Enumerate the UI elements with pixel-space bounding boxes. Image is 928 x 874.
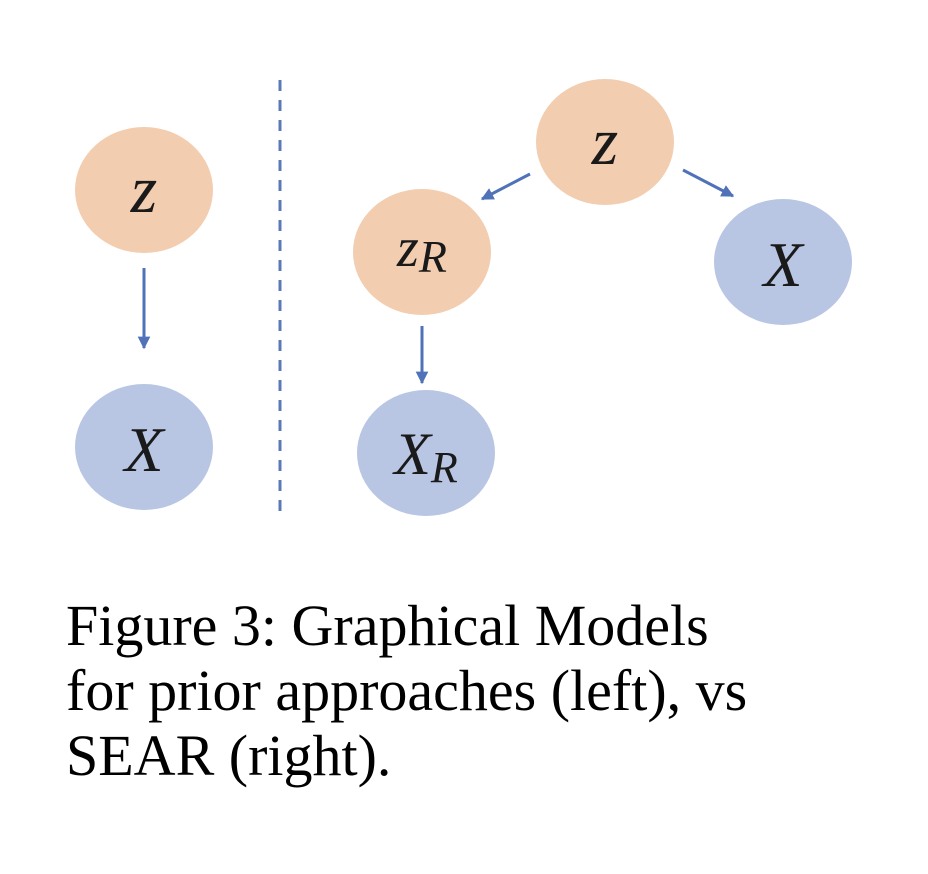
right-observed-node (714, 199, 852, 325)
right-latent-r-node-label: zR (396, 217, 447, 282)
right-edge-z-to-zr (480, 172, 531, 201)
figure-caption: Figure 3: Graphical Models for prior app… (66, 593, 886, 789)
graphical-models-diagram: z X z zR X XR (75, 79, 852, 516)
caption-line-3: SEAR (right). (66, 722, 392, 788)
right-observed-node-label: X (760, 229, 805, 300)
left-observed-node (75, 384, 213, 510)
right-latent-node-label: z (591, 103, 618, 179)
left-latent-node-label: z (130, 151, 157, 227)
right-observed-r-main: X (392, 421, 433, 487)
right-latent-r-node (353, 189, 491, 315)
right-edge-z-to-x (682, 168, 735, 198)
right-latent-node (536, 79, 674, 205)
caption-line-2: for prior approaches (left), vs (66, 657, 748, 723)
right-panel: z zR X XR (353, 79, 852, 516)
right-observed-r-node (357, 390, 495, 516)
caption-line-1: Figure 3: Graphical Models (66, 593, 709, 658)
left-latent-node (75, 127, 213, 253)
right-observed-r-subscript: R (430, 443, 458, 492)
left-observed-node-label: X (121, 414, 166, 485)
left-panel: z X (75, 127, 213, 510)
right-observed-r-node-label: XR (392, 421, 458, 492)
right-latent-r-subscript: R (418, 231, 447, 282)
right-latent-r-main: z (396, 217, 419, 279)
